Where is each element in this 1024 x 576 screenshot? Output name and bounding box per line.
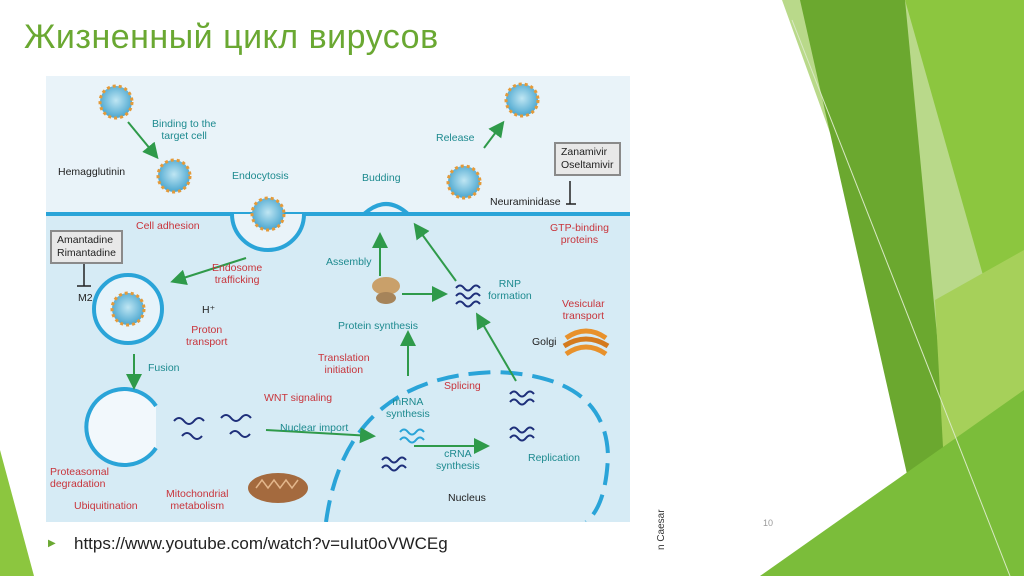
label-release: Release [436, 132, 475, 144]
video-link[interactable]: https://www.youtube.com/watch?v=uIut0oVW… [74, 534, 448, 553]
pathway-arrows [126, 120, 517, 454]
image-credit: n Caesar [656, 509, 667, 550]
label-proton-transport: Proton transport [186, 324, 228, 348]
label-nuclear-import: Nuclear import [280, 422, 349, 434]
deco-shape-left [0, 450, 34, 576]
label-hemagglutinin: Hemagglutinin [58, 166, 126, 178]
fusion-vesicle [84, 387, 158, 467]
inhibition-markers [77, 181, 576, 287]
label-h-plus: H⁺ [202, 304, 216, 316]
label-binding: Binding to the target cell [152, 118, 217, 142]
golgi-apparatus [562, 328, 610, 357]
drug-box-amantadine: Amantadine Rimantadine [50, 230, 123, 264]
rnp-squiggles [455, 284, 481, 308]
replication-squiggles [509, 390, 535, 442]
label-budding: Budding [362, 172, 401, 184]
diagram-graphics [46, 76, 630, 522]
virus-particle-top [98, 84, 134, 120]
label-rnp-formation: RNP formation [488, 278, 532, 302]
virus-particle-binding [156, 158, 192, 194]
deco-shape-corner [760, 390, 1024, 576]
label-wnt-signaling: WNT signaling [264, 392, 333, 404]
label-gtp-binding: GTP-binding proteins [550, 222, 609, 246]
label-nucleus: Nucleus [448, 492, 486, 504]
label-replication: Replication [528, 452, 580, 464]
label-endosome-trafficking: Endosome trafficking [212, 262, 263, 286]
extracellular-space [46, 76, 630, 214]
label-vesicular-transport: Vesicular transport [562, 298, 605, 322]
virus-particle-released [504, 82, 540, 118]
label-mrna-synthesis: mRNA synthesis [386, 396, 430, 420]
slide-title: Жизненный цикл вирусов [24, 18, 439, 56]
label-ubiquitination: Ubiquitination [74, 500, 138, 512]
label-mitochondrial-metabolism: Mitochondrial metabolism [166, 488, 229, 512]
label-translation-initiation: Translation initiation [318, 352, 370, 376]
label-splicing: Splicing [444, 380, 481, 392]
label-assembly: Assembly [326, 256, 372, 268]
label-cell-adhesion: Cell adhesion [136, 220, 200, 232]
drug-box-zanamivir: Zanamivir Oseltamivir [554, 142, 621, 176]
virus-particle-endocytosis [250, 196, 286, 232]
virus-lifecycle-diagram: Hemagglutinin M2 H⁺ Neuraminidase Golgi … [46, 76, 667, 550]
deco-line [791, 19, 1011, 576]
released-rna-segments [173, 414, 252, 440]
deco-shape-dark [800, 0, 960, 576]
bullet-arrow-icon: ▶ [48, 538, 56, 549]
mrna-squiggles [399, 428, 425, 444]
page-number: 10 [763, 518, 774, 528]
virus-particle-neuraminidase [446, 164, 482, 200]
endocytosis-pit [230, 213, 306, 252]
label-protein-synthesis: Protein synthesis [338, 320, 418, 332]
label-fusion: Fusion [148, 362, 180, 374]
label-golgi: Golgi [532, 336, 557, 348]
label-proteasomal-degradation: Proteasomal degradation [50, 466, 109, 490]
budding-bump [362, 202, 410, 216]
ribosome [372, 277, 400, 295]
label-neuraminidase: Neuraminidase [490, 196, 561, 208]
label-endocytosis: Endocytosis [232, 170, 289, 182]
label-crna-synthesis: cRNA synthesis [436, 448, 480, 472]
virus-particle-endosome [110, 291, 146, 327]
mitochondrion [248, 473, 308, 503]
label-m2: M2 [78, 292, 93, 304]
vrna-squiggles [381, 456, 407, 472]
